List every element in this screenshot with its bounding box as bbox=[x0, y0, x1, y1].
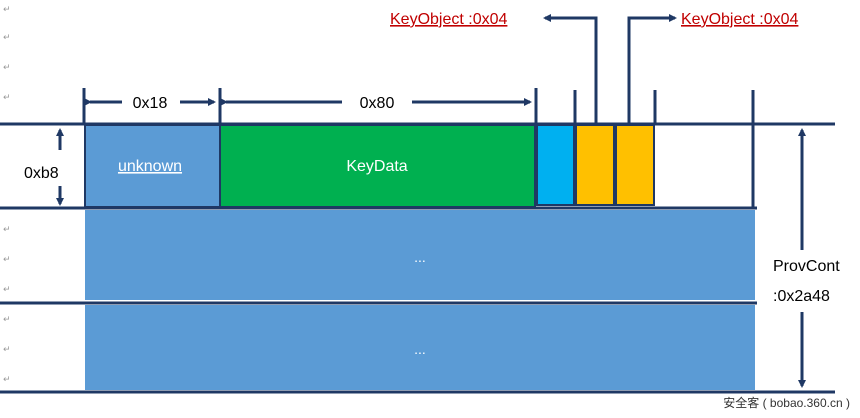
keydata-block bbox=[219, 124, 536, 208]
vertical-tick-lines bbox=[82, 88, 755, 208]
unknown-block-label: unknown bbox=[118, 158, 182, 175]
ellipsis-row-1: ... bbox=[414, 249, 426, 265]
row-block-1 bbox=[85, 210, 755, 300]
svg-text:↵: ↵ bbox=[3, 374, 11, 384]
horizontal-lines bbox=[0, 122, 835, 394]
svg-text:↵: ↵ bbox=[3, 254, 11, 264]
key-object-label-right: KeyObject :0x04 bbox=[681, 11, 799, 28]
provcont-label-line1: ProvCont bbox=[773, 258, 840, 275]
key-object-label-left: KeyObject :0x04 bbox=[390, 11, 508, 28]
svg-text:↵: ↵ bbox=[3, 224, 11, 234]
watermark: 安全客 ( bobao.360.cn ) bbox=[723, 395, 850, 410]
width-label-unknown: 0x18 bbox=[133, 95, 168, 112]
svg-text:↵: ↵ bbox=[3, 4, 11, 14]
key-object-block-2 bbox=[615, 124, 655, 206]
ellipsis-row-2: ... bbox=[414, 341, 426, 357]
paragraph-marks: ↵ ↵ ↵ ↵ ↵ ↵ ↵ ↵ ↵ ↵ bbox=[3, 4, 11, 384]
height-label: 0xb8 bbox=[24, 165, 59, 182]
key-object-block-1 bbox=[575, 124, 615, 206]
keydata-block-label: KeyData bbox=[346, 158, 407, 175]
key-object-pointer-right bbox=[627, 14, 677, 125]
small-blue-block bbox=[536, 124, 575, 206]
svg-text:↵: ↵ bbox=[3, 284, 11, 294]
svg-text:↵: ↵ bbox=[3, 92, 11, 102]
row-block-2 bbox=[85, 305, 755, 390]
svg-text:↵: ↵ bbox=[3, 344, 11, 354]
provcont-label-line2: :0x2a48 bbox=[773, 288, 830, 305]
key-object-pointer-left bbox=[543, 14, 598, 125]
svg-text:↵: ↵ bbox=[3, 314, 11, 324]
svg-text:↵: ↵ bbox=[3, 32, 11, 42]
width-label-keydata: 0x80 bbox=[360, 95, 395, 112]
svg-text:↵: ↵ bbox=[3, 62, 11, 72]
